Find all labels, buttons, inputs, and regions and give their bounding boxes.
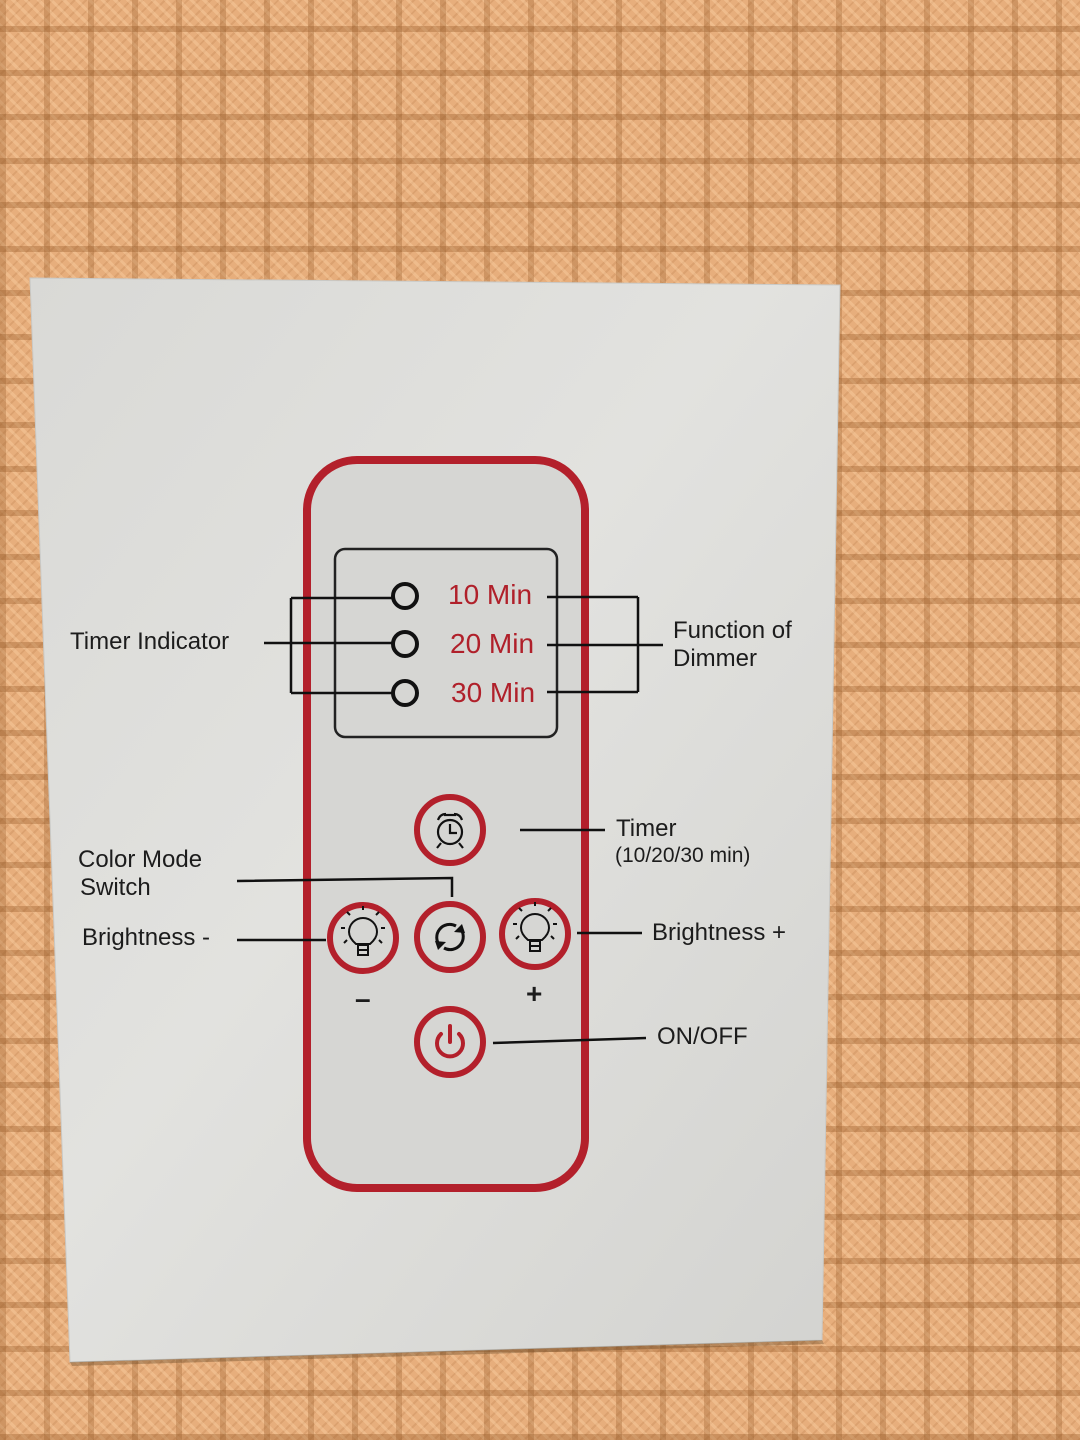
power-icon: [435, 1024, 465, 1059]
refresh-arrows-icon: [435, 922, 465, 952]
label-brightness-minus: Brightness -: [82, 924, 211, 951]
timer-option-10: 10 Min: [448, 579, 533, 610]
led-10-min: [391, 582, 419, 610]
brightness-minus-button[interactable]: [327, 902, 399, 974]
alarm-clock-icon: [436, 812, 464, 849]
label-function-of-dimmer-2: Dimmer: [673, 645, 757, 672]
brightness-plus-button[interactable]: [499, 898, 571, 970]
label-function-of-dimmer-1: Function of: [673, 617, 792, 644]
label-on-off: ON/OFF: [657, 1023, 748, 1050]
timer-indicator-leader: [264, 596, 393, 695]
lightbulb-icon: [341, 906, 385, 956]
dimmer-leader: [547, 595, 663, 694]
power-button[interactable]: [414, 1006, 486, 1078]
plus-sign: +: [526, 978, 543, 1009]
color-mode-leader: [236, 876, 454, 897]
label-color-mode-2: Switch: [80, 874, 151, 901]
label-color-mode-1: Color Mode: [78, 846, 203, 873]
label-brightness-plus: Brightness +: [652, 919, 787, 946]
timer-button[interactable]: [414, 794, 486, 866]
label-timer: Timer: [616, 815, 677, 842]
paper-shadow-edge: [70, 1340, 824, 1366]
on-off-leader: [492, 1036, 647, 1045]
minus-sign: –: [355, 983, 371, 1014]
label-timer-indicator: Timer Indicator: [70, 628, 230, 655]
timer-option-20: 20 Min: [450, 628, 535, 659]
timer-option-30: 30 Min: [451, 677, 536, 708]
color-mode-button[interactable]: [414, 901, 486, 973]
label-timer-detail: (10/20/30 min): [615, 844, 751, 867]
lightbulb-icon: [513, 902, 557, 952]
